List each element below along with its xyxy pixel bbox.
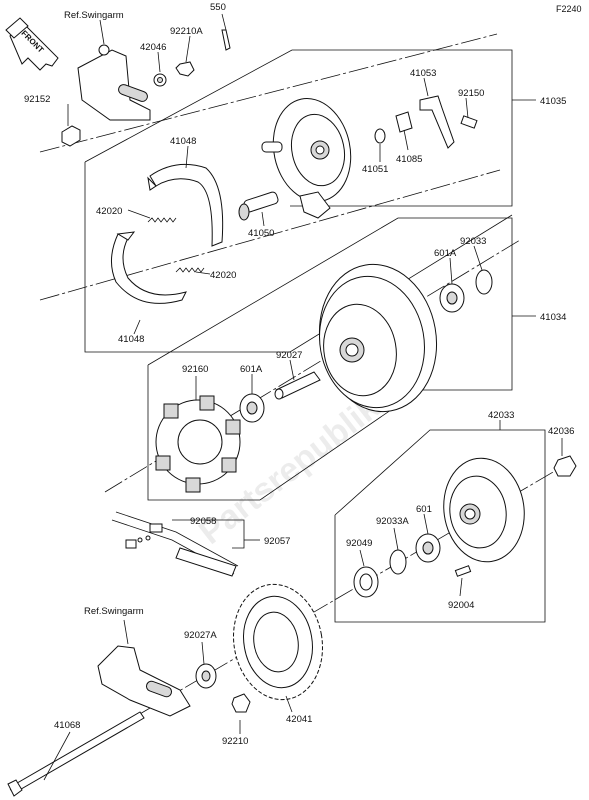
label-92210a: 92210A — [170, 26, 203, 37]
label-42033: 42033 — [488, 410, 514, 421]
label-42020-bottom: 42020 — [210, 270, 236, 281]
swingarm-bracket-bottom — [97, 645, 191, 717]
cotter-pin-550 — [221, 29, 231, 51]
spring-42020-upper — [147, 217, 177, 223]
chain-92057 — [111, 511, 239, 577]
label-601: 601 — [416, 504, 432, 515]
spring-42020-lower — [175, 267, 205, 273]
stud-92004 — [454, 565, 472, 577]
label-41050: 41050 — [248, 228, 274, 239]
label-41034: 41034 — [540, 312, 566, 323]
circlip-92033 — [475, 269, 493, 295]
indicator-41085 — [395, 111, 413, 133]
label-41053: 41053 — [410, 68, 436, 79]
collar-42036 — [553, 455, 577, 477]
label-92033a: 92033A — [376, 516, 409, 527]
label-42020-top: 42020 — [96, 206, 122, 217]
swingarm-bracket-top — [77, 44, 151, 121]
brake-panel-41035 — [261, 98, 352, 219]
label-92160: 92160 — [182, 364, 208, 375]
diagram-code: F2240 — [556, 4, 582, 14]
nut-92210a — [175, 61, 195, 77]
label-92049: 92049 — [346, 538, 372, 549]
label-601a-mid: 601A — [240, 364, 263, 375]
label-92152: 92152 — [24, 94, 50, 105]
brake-shoe-lower-41048 — [111, 231, 187, 304]
label-41068: 41068 — [54, 720, 80, 731]
nut-92210 — [231, 693, 251, 713]
label-41035: 41035 — [540, 96, 566, 107]
label-92150: 92150 — [458, 88, 484, 99]
label-41051: 41051 — [362, 164, 388, 175]
damper-92160 — [155, 395, 241, 493]
camshaft-41050 — [238, 191, 279, 221]
hub-group-box — [147, 217, 513, 501]
brake-shoe-upper-41048 — [147, 163, 224, 247]
label-42041: 42041 — [286, 714, 312, 725]
label-92004: 92004 — [448, 600, 474, 611]
label-92210: 92210 — [222, 736, 248, 747]
label-41048-bottom: 41048 — [118, 334, 144, 345]
axis-line-brake — [39, 169, 501, 301]
sprocket-hub-42033 — [443, 457, 525, 563]
label-ref-swingarm-top: Ref.Swingarm — [64, 10, 124, 21]
label-41085: 41085 — [396, 154, 422, 165]
label-550: 550 — [210, 2, 226, 13]
label-92027a: 92027A — [184, 630, 217, 641]
label-92033: 92033 — [460, 236, 486, 247]
wheel-hub-41034 — [318, 263, 438, 413]
axle-41068 — [7, 711, 145, 797]
collar-92152 — [61, 125, 81, 147]
front-arrow-icon: FRONT — [5, 17, 59, 71]
lever-41053 — [419, 95, 455, 149]
sprocket-hub-group-box — [334, 429, 546, 623]
spacer-92027a — [195, 663, 217, 689]
sprocket-42041 — [233, 583, 323, 701]
bolt-92150 — [460, 115, 478, 129]
axis-line-upper — [39, 33, 498, 153]
label-92057: 92057 — [264, 536, 290, 547]
label-92058: 92058 — [190, 516, 216, 527]
label-41048-top: 41048 — [170, 136, 196, 147]
circlip-92033a — [389, 549, 407, 575]
brake-group-box-top — [84, 49, 513, 207]
label-ref-swingarm-bottom: Ref.Swingarm — [84, 606, 144, 617]
seal-41051 — [374, 128, 386, 144]
label-92027: 92027 — [276, 350, 302, 361]
label-42046: 42046 — [140, 42, 166, 53]
axis-line-hub — [104, 239, 521, 493]
label-42036: 42036 — [548, 426, 574, 437]
spacer-92027 — [274, 371, 321, 400]
label-601a-top: 601A — [434, 248, 457, 259]
